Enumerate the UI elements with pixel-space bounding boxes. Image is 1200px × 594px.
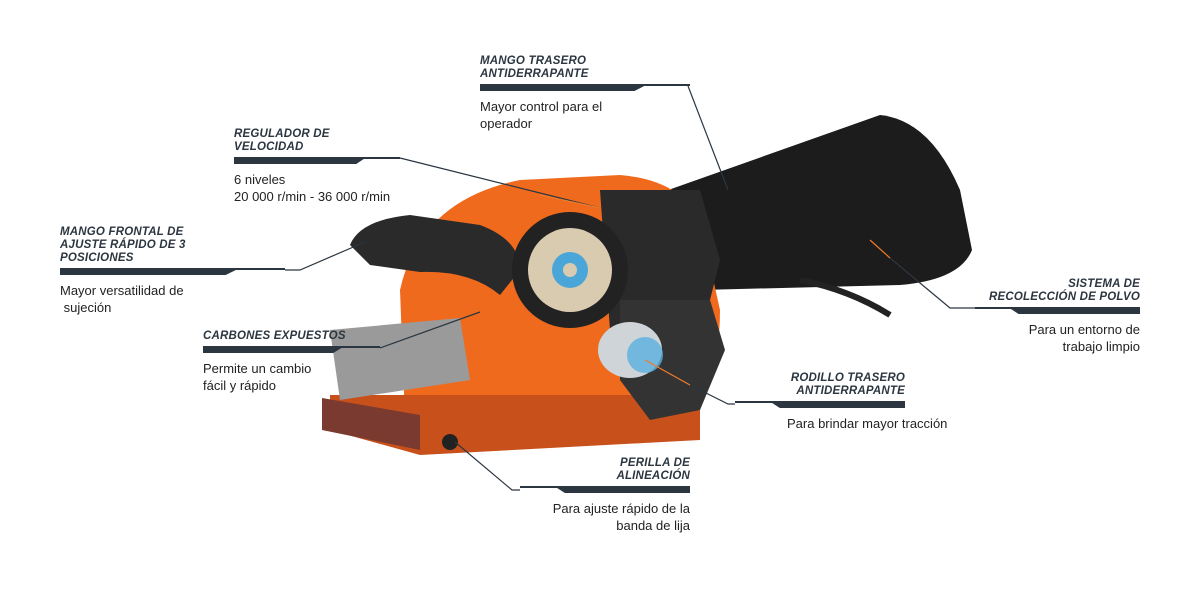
callout-description: Mayor versatilidad de sujeción bbox=[60, 283, 184, 315]
dust-bag bbox=[640, 115, 972, 290]
sanding-belt bbox=[322, 398, 420, 450]
label-bar bbox=[203, 346, 380, 352]
front-plate bbox=[330, 318, 470, 400]
callout-title: Mango frontal deajuste rápido de 3posici… bbox=[60, 226, 186, 264]
label-bar bbox=[520, 486, 690, 492]
leader-line bbox=[889, 257, 975, 309]
power-cord bbox=[799, 277, 892, 318]
leader-line bbox=[285, 241, 366, 271]
label-bar bbox=[234, 157, 400, 163]
leader-line bbox=[454, 441, 520, 491]
leader-line bbox=[399, 157, 601, 209]
alignment-knob bbox=[442, 434, 458, 450]
callout-description: Para brindar mayor tracción bbox=[787, 416, 948, 431]
callout-front-handle: Mango frontal deajuste rápido de 3posici… bbox=[60, 226, 285, 316]
callout-alignment-knob: Perilla dealineación Para ajuste rápido … bbox=[520, 457, 690, 534]
label-bar bbox=[975, 307, 1140, 313]
callout-title: Rodillo traseroantiderrapante bbox=[790, 372, 905, 397]
callout-exposed-brushes: Carbones expuestos Permite un cambiofáci… bbox=[203, 330, 380, 394]
label-bar bbox=[60, 268, 285, 274]
callout-title: Carbones expuestos bbox=[203, 330, 346, 342]
callout-dust-collection: Sistema derecolección de polvo Para un e… bbox=[975, 278, 1140, 355]
leader-line bbox=[687, 85, 729, 191]
leader-line bbox=[689, 384, 735, 405]
callout-rear-roller: Rodillo traseroantiderrapante Para brind… bbox=[735, 372, 948, 432]
callout-title: Sistema derecolección de polvo bbox=[989, 278, 1140, 303]
callout-title: Mango traseroantiderrapante bbox=[480, 55, 589, 80]
front-handle bbox=[350, 215, 520, 295]
callout-title: Perilla dealineación bbox=[616, 457, 690, 482]
label-bar bbox=[480, 84, 690, 90]
label-bar bbox=[735, 401, 905, 407]
leader-line bbox=[379, 311, 481, 349]
callout-rear-handle: Mango traseroantiderrapante Mayor contro… bbox=[480, 55, 690, 132]
callout-title: Regulador develocidad bbox=[234, 128, 330, 153]
sander-base bbox=[330, 395, 700, 455]
